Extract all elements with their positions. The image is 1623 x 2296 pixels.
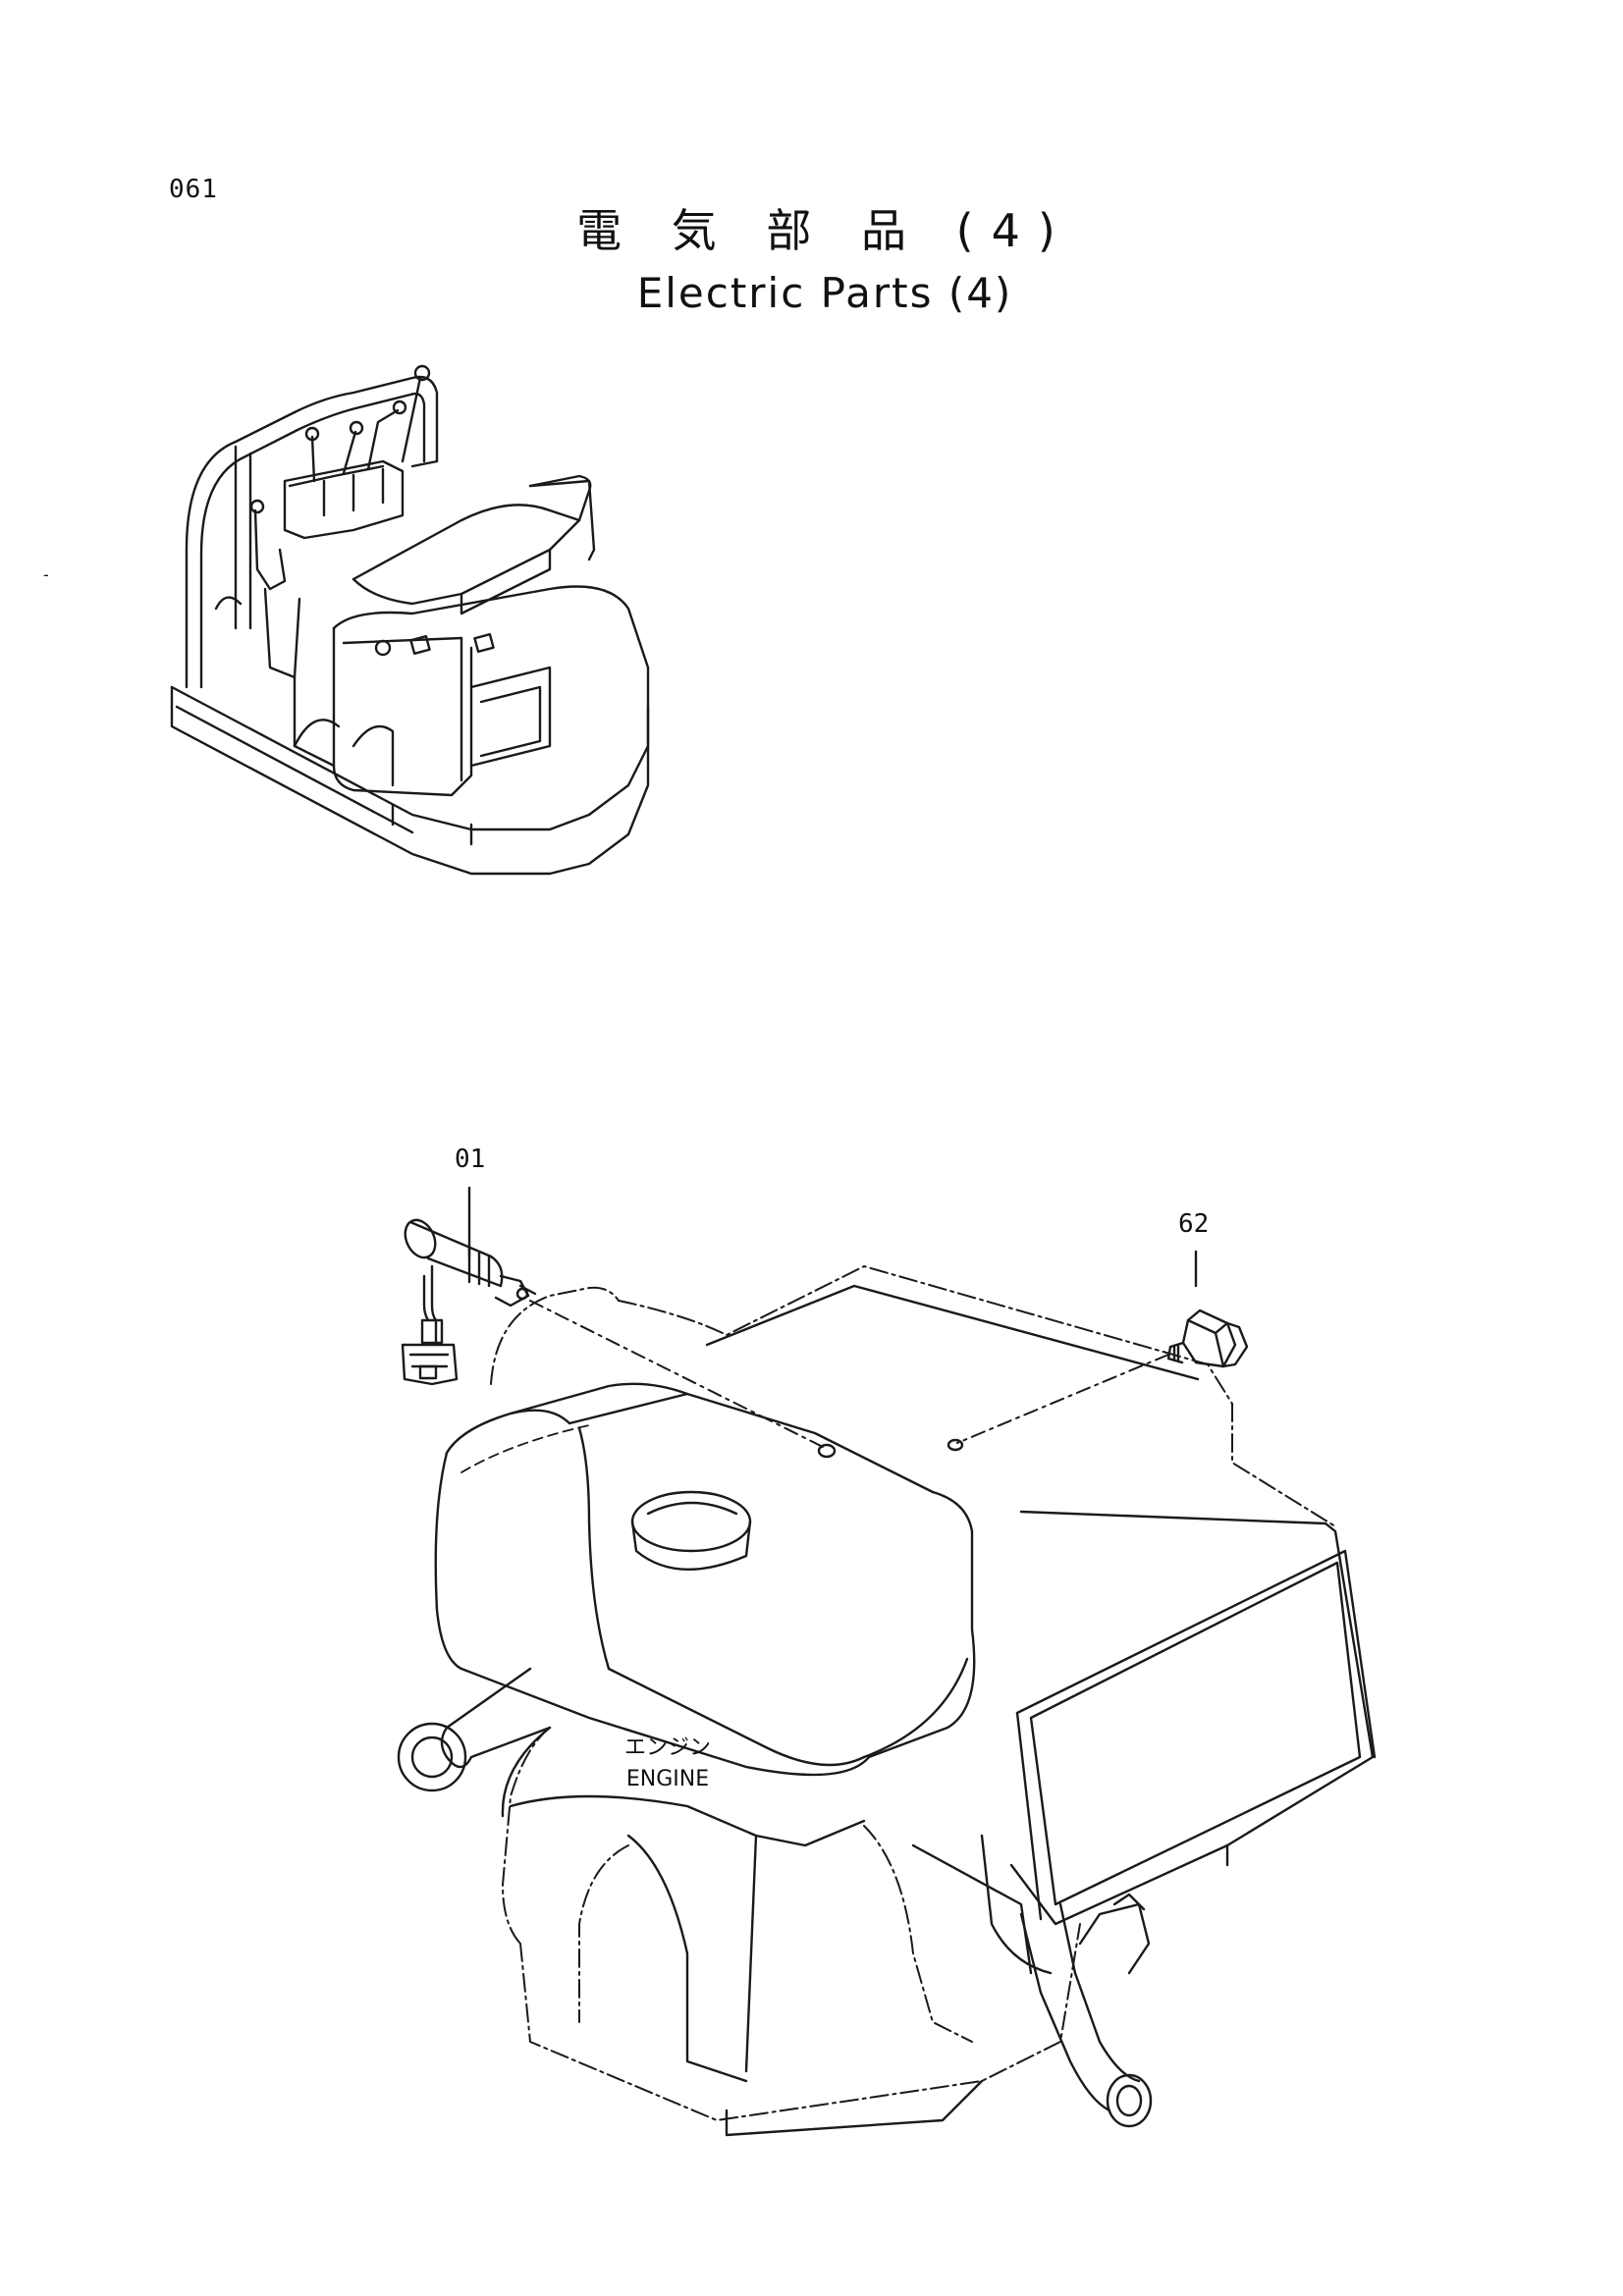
title-block: 電 気 部 品 (4) Electric Parts (4) [550, 201, 1100, 321]
machine-overview-illustration [170, 364, 650, 876]
page-title-en: Electric Parts (4) [636, 269, 1013, 317]
margin-mark: - [43, 565, 49, 584]
engine-label-jp: エンジン [623, 1735, 711, 1760]
callout-01: 01 [455, 1145, 486, 1174]
part-01-illustration [401, 1186, 537, 1386]
callout-62: 62 [1178, 1209, 1210, 1239]
page-title-jp: 電 気 部 品 (4) [576, 204, 1073, 257]
engine-illustration [397, 1265, 1377, 2137]
engine-label: エンジン ENGINE [589, 1733, 746, 1795]
engine-label-en: ENGINE [625, 1767, 710, 1791]
page-number: 061 [169, 175, 218, 204]
part-62-illustration [1166, 1250, 1249, 1368]
